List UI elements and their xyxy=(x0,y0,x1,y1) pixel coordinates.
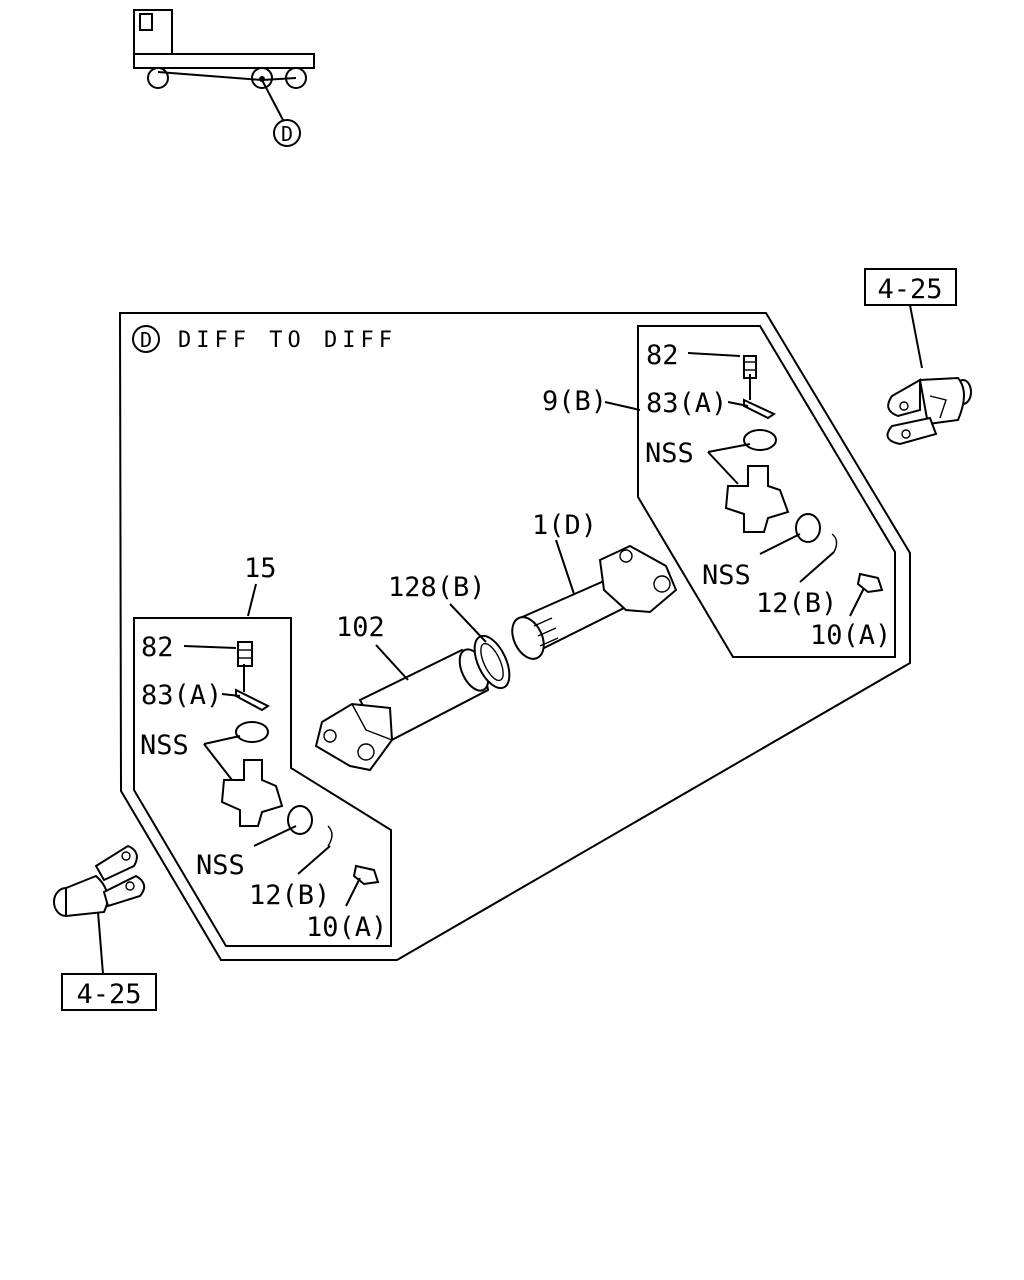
label-l-nss-2: NSS xyxy=(196,850,245,881)
bearing-cap-left-icon xyxy=(235,721,269,743)
leader-lines xyxy=(183,352,865,907)
bolt-10a-right-icon xyxy=(856,572,884,594)
section-header: D DIFF TO DIFF xyxy=(132,325,397,353)
ref-bottom-left-label: 4-25 xyxy=(76,979,141,1010)
label-p-1d: 1(D) xyxy=(532,510,597,541)
bearing-cap-right-icon xyxy=(743,429,777,451)
label-l-12b: 12(B) xyxy=(249,880,330,911)
section-outline xyxy=(118,312,911,961)
label-p-128b: 128(B) xyxy=(388,572,486,603)
lock-plate-83a-left-icon xyxy=(235,688,270,712)
lock-plate-83a-right-icon xyxy=(743,398,777,420)
locator-callout: D xyxy=(273,119,301,147)
locator-callout-letter: D xyxy=(281,122,293,146)
yoke-top-right-icon xyxy=(886,304,972,446)
section-title: DIFF TO DIFF xyxy=(178,328,397,353)
label-r-12b: 12(B) xyxy=(756,588,837,619)
right-ujoint-group xyxy=(724,355,884,594)
clip-12b-left-icon xyxy=(327,825,333,847)
label-r-nss-2: NSS xyxy=(702,560,751,591)
label-l-82: 82 xyxy=(141,632,174,663)
spline-shaft-1d-icon xyxy=(511,544,678,660)
label-r-82: 82 xyxy=(646,340,679,371)
section-circle-letter: D xyxy=(140,328,152,352)
label-l-83a: 83(A) xyxy=(141,680,222,711)
part-labels: 82 9(B) 83(A) NSS NSS 12(B) 10(A) 1(D) 1… xyxy=(140,340,891,943)
clip-12b-right-icon xyxy=(831,533,838,553)
label-l-10a: 10(A) xyxy=(306,912,387,943)
truck-locator-icon xyxy=(133,9,315,121)
label-r-83a: 83(A) xyxy=(646,388,727,419)
label-r-9b: 9(B) xyxy=(542,386,607,417)
ref-box-top-right[interactable]: 4-25 xyxy=(864,268,957,306)
ujoint-cross-left-icon xyxy=(220,759,284,827)
label-l-nss-1: NSS xyxy=(140,730,189,761)
label-p-102: 102 xyxy=(336,612,385,643)
label-l-15: 15 xyxy=(244,553,277,584)
left-subassembly-box xyxy=(133,617,392,947)
bolt-82-left-icon xyxy=(237,641,253,667)
yoke-bottom-left-icon xyxy=(53,844,146,975)
ujoint-cross-right-icon xyxy=(724,465,790,533)
label-r-nss-1: NSS xyxy=(645,438,694,469)
label-r-10a: 10(A) xyxy=(810,620,891,651)
ref-box-bottom-left[interactable]: 4-25 xyxy=(61,973,157,1011)
shaft-tube-102-icon xyxy=(314,648,490,772)
right-subassembly-box xyxy=(637,325,896,658)
ref-top-right-label: 4-25 xyxy=(877,274,942,305)
